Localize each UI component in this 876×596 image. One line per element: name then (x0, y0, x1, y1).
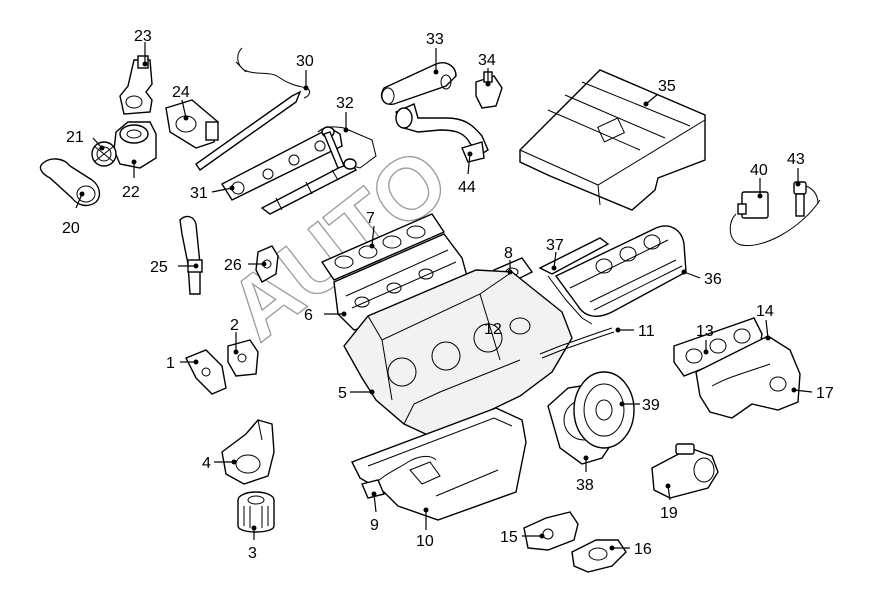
exhaust-manifold-part (695, 335, 801, 419)
callout-8: 8 (504, 245, 513, 262)
gasket-part-11 (539, 327, 615, 359)
thermostat-housing-part (119, 55, 153, 115)
callout-23: 23 (134, 28, 152, 45)
intake-gasket-part (320, 213, 446, 281)
callout-38: 38 (576, 477, 594, 494)
callout-19: 19 (660, 505, 678, 522)
callout-44: 44 (458, 179, 476, 196)
leader-lines (75, 42, 813, 551)
fuel-pipe-part (317, 126, 377, 170)
mount-part-16 (571, 539, 627, 573)
bracket-part-15 (523, 511, 579, 551)
callout-12: 12 (484, 321, 502, 338)
water-hose-part (39, 158, 101, 207)
callout-32: 32 (336, 95, 354, 112)
bracket-part-2 (227, 339, 259, 377)
callout-5: 5 (338, 385, 347, 402)
water-pipe-part (395, 103, 489, 163)
dipstick-tube-part (179, 215, 203, 295)
callout-4: 4 (202, 455, 211, 472)
sensor-part-40 (729, 191, 821, 246)
thermostat-body-part (113, 121, 157, 169)
callout-labels: 23 24 21 22 20 25 26 30 31 32 33 34 44 3… (62, 28, 834, 562)
upper-hose-part (380, 62, 457, 105)
valve-cover-part (554, 225, 687, 317)
callout-24: 24 (172, 84, 190, 101)
callout-34: 34 (478, 52, 496, 69)
engine-cover-part (519, 69, 706, 211)
callout-35: 35 (658, 78, 676, 95)
callout-17: 17 (816, 385, 834, 402)
sensor-part-43 (793, 181, 819, 217)
callout-36: 36 (704, 271, 722, 288)
bracket-part-1 (185, 349, 227, 395)
callout-3: 3 (248, 545, 257, 562)
callout-15: 15 (500, 529, 518, 546)
callout-25: 25 (150, 259, 168, 276)
callout-26: 26 (224, 257, 242, 274)
callout-20: 20 (62, 220, 80, 237)
oil-filter-part (237, 491, 275, 533)
oil-filter-housing-part (221, 419, 275, 485)
callout-14: 14 (756, 303, 774, 320)
callout-22: 22 (122, 184, 140, 201)
callout-11: 11 (638, 323, 655, 340)
callout-16: 16 (634, 541, 652, 558)
callout-6: 6 (304, 307, 313, 324)
callout-9: 9 (370, 517, 379, 534)
callout-2: 2 (230, 317, 239, 334)
starter-motor-part (651, 443, 719, 499)
callout-37: 37 (546, 237, 564, 254)
water-outlet-part (165, 99, 219, 149)
callout-1: 1 (166, 355, 175, 372)
hose-connector-part (475, 71, 503, 109)
thermostat-part (91, 141, 117, 167)
callout-10: 10 (416, 533, 434, 550)
fuel-rail-part (221, 127, 358, 215)
callout-7: 7 (366, 210, 375, 227)
dipstick-part (195, 47, 311, 171)
callout-13: 13 (696, 323, 714, 340)
valve-cover-gasket-part (538, 237, 610, 325)
callout-39: 39 (642, 397, 660, 414)
crank-pulley-part (573, 371, 635, 449)
oil-strainer-part (361, 455, 437, 499)
engine-block-part (343, 269, 573, 437)
callout-33: 33 (426, 31, 444, 48)
callout-31: 31 (190, 185, 208, 202)
callout-21: 21 (66, 129, 84, 146)
callout-43: 43 (787, 151, 805, 168)
callout-40: 40 (750, 162, 768, 179)
callout-30: 30 (296, 53, 314, 70)
